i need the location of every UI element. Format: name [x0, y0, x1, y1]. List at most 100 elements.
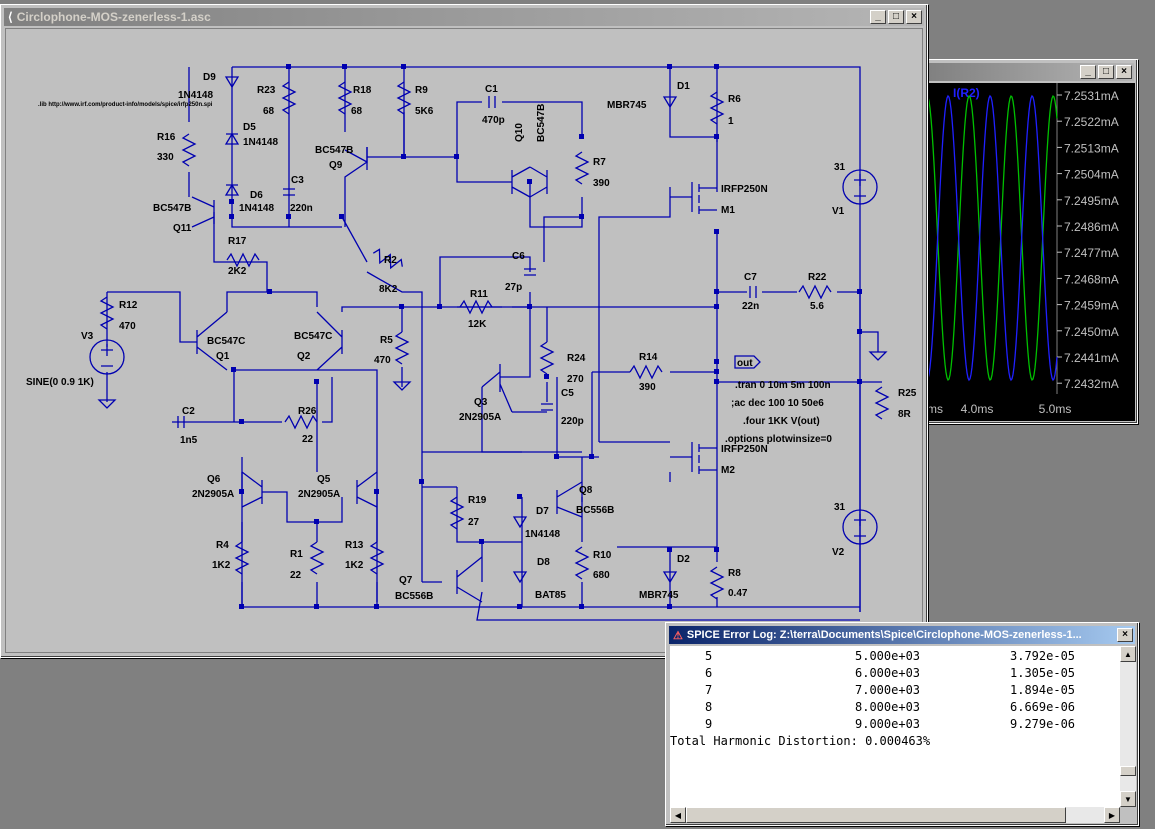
- label-r13: R13: [345, 540, 364, 551]
- close-icon[interactable]: ×: [1116, 65, 1132, 79]
- label-c1: C1: [485, 84, 498, 95]
- label-d8: D8: [537, 557, 550, 568]
- log-frequency: 8.000e+03: [855, 700, 921, 714]
- spice-log-icon: ⚠: [673, 629, 683, 642]
- label-r22: R22: [808, 272, 827, 283]
- label-r9: R9: [415, 85, 428, 96]
- minimize-icon[interactable]: _: [870, 10, 886, 24]
- close-icon[interactable]: ×: [1117, 628, 1133, 642]
- value-c3: 220n: [290, 203, 313, 214]
- close-icon[interactable]: ×: [906, 10, 922, 24]
- value-c5: 220p: [561, 416, 584, 427]
- label-r5: R5: [380, 335, 393, 346]
- y-tick-label: 7.2441mA: [1064, 351, 1119, 365]
- label-r7: R7: [593, 157, 606, 168]
- value-c7: 22n: [742, 301, 759, 312]
- error-log-window[interactable]: ⚠ SPICE Error Log: Z:\terra\Documents\Sp…: [665, 622, 1139, 826]
- scroll-right-icon[interactable]: ▶: [1104, 807, 1120, 823]
- value-r16: 330: [157, 152, 174, 163]
- label-d9: D9: [203, 72, 216, 83]
- y-tick-label: 7.2495mA: [1064, 194, 1119, 208]
- value-r8: 0.47: [728, 588, 748, 599]
- value-r18: 68: [351, 106, 363, 117]
- label-c5: C5: [561, 388, 574, 399]
- scroll-down-icon[interactable]: ▼: [1120, 791, 1136, 807]
- waveform-titlebar[interactable]: _ □ ×: [926, 63, 1134, 81]
- x-tick-label: 5.0ms: [1039, 402, 1072, 416]
- label-r18: R18: [353, 85, 372, 96]
- label-q10: Q10: [514, 123, 525, 142]
- value-r17: 2K2: [228, 266, 247, 277]
- label-q3: Q3: [474, 397, 488, 408]
- value-q3: 2N2905A: [459, 412, 501, 423]
- schematic-canvas[interactable]: .lib http://www.irf.com/product-info/mod…: [5, 28, 923, 653]
- value-q11: BC547B: [153, 203, 191, 214]
- value-d9: 1N4148: [178, 90, 213, 101]
- horizontal-scrollbar[interactable]: ◀ ▶: [670, 807, 1120, 823]
- lib-directive: .lib http://www.irf.com/product-info/mod…: [38, 102, 213, 108]
- y-tick-label: 7.2459mA: [1064, 299, 1119, 313]
- label-r24: R24: [567, 353, 586, 364]
- minimize-icon[interactable]: _: [1080, 65, 1096, 79]
- y-tick-label: 7.2513mA: [1064, 141, 1119, 155]
- label-r26: R26: [298, 406, 317, 417]
- log-component: 6.669e-06: [1010, 700, 1076, 714]
- value-r6: 1: [728, 116, 734, 127]
- value-q7: BC556B: [395, 591, 433, 602]
- value-q6: 2N2905A: [192, 489, 234, 500]
- label-c6: C6: [512, 251, 525, 262]
- label-r25: R25: [898, 388, 917, 399]
- maximize-icon[interactable]: □: [1098, 65, 1114, 79]
- log-frequency: 5.000e+03: [855, 649, 921, 663]
- directive-options: .options plotwinsize=0: [725, 434, 832, 445]
- value-r10: 680: [593, 570, 610, 581]
- error-log-titlebar[interactable]: ⚠ SPICE Error Log: Z:\terra\Documents\Sp…: [669, 626, 1135, 644]
- log-harmonic: 6: [705, 666, 713, 680]
- value-q10: BC547B: [536, 104, 547, 142]
- log-harmonic: 7: [705, 683, 713, 697]
- value-r23: 68: [263, 106, 275, 117]
- scroll-up-icon[interactable]: ▲: [1120, 646, 1136, 662]
- value-q2: BC547C: [294, 331, 332, 342]
- directive-four: .four 1KK V(out): [743, 416, 820, 427]
- value-v1: 31: [834, 162, 846, 173]
- value-v3: SINE(0 0.9 1K): [26, 377, 94, 388]
- value-d2: MBR745: [639, 590, 679, 601]
- value-v2: 31: [834, 502, 846, 513]
- value-m1: IRFP250N: [721, 184, 768, 195]
- waveform-svg: I(R2) 7.2531mA7.2522mA7.2513mA7.2504mA7.…: [926, 83, 1119, 416]
- out-flag: [734, 355, 761, 369]
- y-tick-label: 7.2468mA: [1064, 272, 1119, 286]
- value-m2: IRFP250N: [721, 444, 768, 455]
- label-m1: M1: [721, 205, 735, 216]
- schematic-svg: .lib http://www.irf.com/product-info/mod…: [26, 64, 917, 621]
- label-r23: R23: [257, 85, 276, 96]
- y-tick-label: 7.2450mA: [1064, 325, 1119, 339]
- log-frequency: 7.000e+03: [855, 683, 921, 697]
- value-d6: 1N4148: [239, 203, 274, 214]
- label-out: out: [737, 358, 753, 369]
- log-harmonic: 8: [705, 700, 713, 714]
- thd-summary: Total Harmonic Distortion: 0.000463%: [670, 734, 931, 748]
- label-r2: R2: [384, 255, 397, 266]
- scroll-left-icon[interactable]: ◀: [670, 807, 686, 823]
- label-d1: D1: [677, 81, 690, 92]
- label-q11: Q11: [173, 223, 192, 234]
- value-q9: BC547B: [315, 145, 353, 156]
- value-c6: 27p: [505, 282, 522, 293]
- scroll-thumb[interactable]: [1120, 766, 1136, 776]
- x-tick-label: ms: [927, 402, 943, 416]
- label-r17: R17: [228, 236, 247, 247]
- maximize-icon[interactable]: □: [888, 10, 904, 24]
- schematic-window[interactable]: ⟨ Circlophone-MOS-zenerless-1.asc _ □ ×: [0, 4, 928, 658]
- scroll-hthumb[interactable]: [686, 807, 1066, 823]
- vertical-scrollbar[interactable]: ▲ ▼: [1120, 646, 1136, 807]
- schematic-titlebar[interactable]: ⟨ Circlophone-MOS-zenerless-1.asc _ □ ×: [4, 8, 924, 26]
- value-c2: 1n5: [180, 435, 198, 446]
